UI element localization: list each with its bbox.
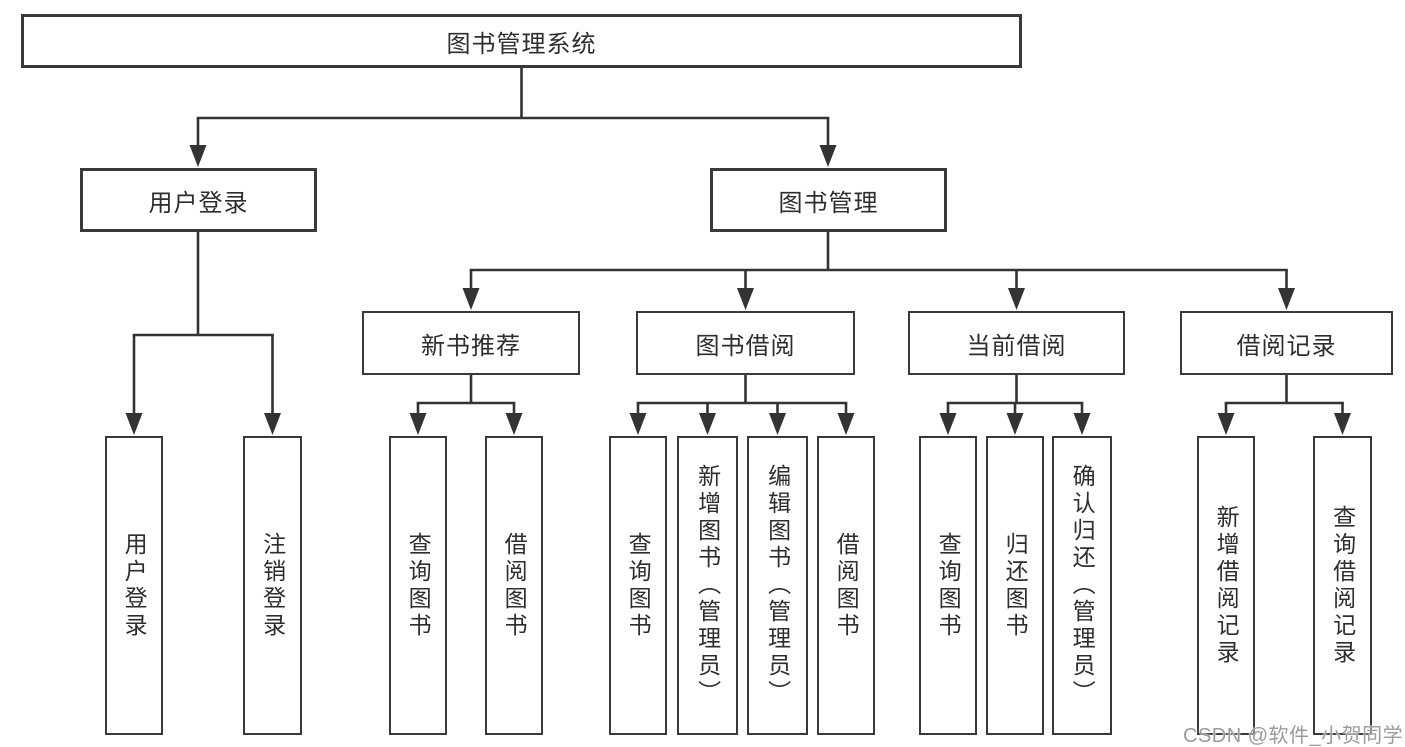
leaf-edit-book-admin: 编辑图书（管理员） — [747, 436, 808, 735]
node-label: 查询图书 — [935, 531, 962, 640]
arrowheads — [125, 145, 1351, 435]
leaf-user-login: 用户登录 — [105, 436, 163, 735]
node-label: 用户登录 — [121, 531, 148, 640]
leaf-add-book-admin: 新增图书（管理员） — [677, 436, 738, 735]
node-label: 图书管理 — [778, 189, 879, 217]
node-root: 图书管理系统 — [21, 14, 1022, 68]
node-label: 查询图书 — [625, 531, 652, 640]
node-label: 编辑图书（管理员） — [764, 464, 791, 707]
node-label: 归还图书 — [1002, 531, 1029, 640]
node-label: 图书管理系统 — [446, 30, 597, 58]
node-label: 新增借阅记录 — [1213, 504, 1240, 667]
leaf-borrow-book-recommend: 借阅图书 — [485, 436, 543, 735]
node-label: 注销登录 — [259, 531, 286, 640]
node-label: 确认归还（管理员） — [1069, 464, 1096, 707]
leaf-return-book: 归还图书 — [986, 436, 1044, 735]
node-label: 借阅图书 — [501, 531, 528, 640]
node-label: 查询图书 — [405, 531, 432, 640]
node-current-borrow: 当前借阅 — [908, 311, 1125, 375]
node-label: 新增图书（管理员） — [694, 464, 721, 707]
node-book-management: 图书管理 — [710, 168, 947, 232]
leaf-borrow-book: 借阅图书 — [817, 436, 875, 735]
node-new-book-recommend: 新书推荐 — [362, 311, 580, 375]
node-label: 当前借阅 — [966, 332, 1067, 360]
node-borrow-records: 借阅记录 — [1180, 311, 1393, 375]
node-label: 借阅记录 — [1236, 332, 1337, 360]
leaf-logout-login: 注销登录 — [243, 436, 302, 735]
node-label: 用户登录 — [148, 189, 249, 217]
csdn-watermark: CSDN @软件_小贺同学 — [1183, 725, 1404, 747]
node-label: 新书推荐 — [421, 332, 521, 360]
leaf-add-borrow-record: 新增借阅记录 — [1197, 436, 1255, 735]
node-book-borrow: 图书借阅 — [636, 311, 855, 375]
node-label: 图书借阅 — [695, 332, 796, 360]
node-user-login: 用户登录 — [80, 168, 317, 232]
node-label: 查询借阅记录 — [1329, 504, 1356, 667]
leaf-confirm-return-admin: 确认归还（管理员） — [1052, 436, 1112, 735]
leaf-query-book-current: 查询图书 — [919, 436, 977, 735]
leaf-query-book-borrow: 查询图书 — [609, 436, 667, 735]
leaf-query-borrow-record: 查询借阅记录 — [1313, 436, 1372, 735]
leaf-query-book-recommend: 查询图书 — [389, 436, 447, 735]
node-label: 借阅图书 — [833, 531, 860, 640]
